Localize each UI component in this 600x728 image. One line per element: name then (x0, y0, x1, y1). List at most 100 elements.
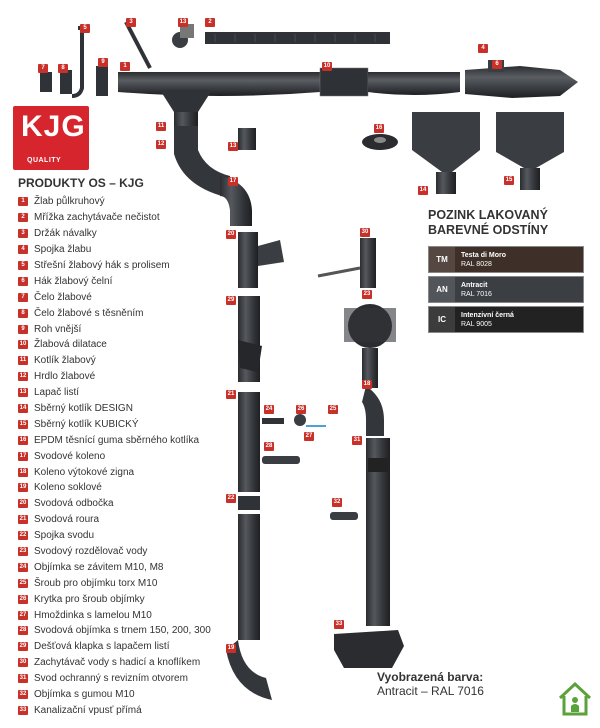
list-item: 23 Svodový rozdělovač vody (18, 544, 211, 560)
item-label: Objímka s gumou M10 (34, 689, 135, 701)
badge-20: 20 (226, 230, 236, 239)
item-label: Svodová odbočka (34, 498, 114, 510)
list-item: 17 Svodové koleno (18, 448, 211, 464)
item-number: 13 (18, 388, 28, 398)
item-label: Svodové koleno (34, 450, 106, 462)
item-number: 21 (18, 515, 28, 525)
badge-22: 22 (226, 494, 236, 503)
item-number: 4 (18, 245, 28, 255)
item-label: Svod ochranný s revizním otvorem (34, 673, 188, 685)
badge-33: 33 (334, 620, 344, 629)
badge-4: 4 (478, 44, 488, 53)
item-number: 8 (18, 308, 28, 318)
item-label: Čelo žlabové (34, 291, 92, 303)
logo-text: KJG (21, 110, 86, 143)
badge-3: 3 (126, 18, 136, 27)
colors-title-line1: POZINK LAKOVANÝ (428, 208, 548, 222)
list-item: 20 Svodová odbočka (18, 496, 211, 512)
item-number: 30 (18, 658, 28, 668)
item-number: 10 (18, 340, 28, 350)
item-label: Šroub pro objímku torx M10 (34, 577, 158, 589)
badge-32: 32 (332, 498, 342, 507)
swatch-code: IC (429, 307, 455, 332)
shown-color: Vyobrazená barva: Antracit – RAL 7016 (377, 670, 484, 698)
item-number: 9 (18, 324, 28, 334)
badge-24: 24 (264, 405, 274, 414)
item-number: 20 (18, 499, 28, 509)
list-item: 21 Svodová roura (18, 512, 211, 528)
item-label: Sběrný kotlík KUBICKÝ (34, 418, 139, 430)
kjg-logo: KJG QUALITY (13, 106, 89, 170)
item-number: 28 (18, 626, 28, 636)
item-label: Svodový rozdělovač vody (34, 546, 148, 558)
badge-31: 31 (352, 436, 362, 445)
item-label: Čelo žlabové s těsněním (34, 307, 144, 319)
item-number: 6 (18, 276, 28, 286)
colors-title: POZINK LAKOVANÝ BAREVNÉ ODSTÍNY (428, 208, 548, 238)
badge-26: 26 (296, 405, 306, 414)
item-number: 15 (18, 419, 28, 429)
item-number: 3 (18, 229, 28, 239)
badge-18: 18 (362, 380, 372, 389)
item-label: Zachytávač vody s hadicí a knoflíkem (34, 657, 201, 669)
list-item: 31 Svod ochranný s revizním otvorem (18, 671, 211, 687)
list-item: 8 Čelo žlabové s těsněním (18, 305, 211, 321)
badge-29: 29 (226, 296, 236, 305)
shown-color-label: Vyobrazená barva: (377, 670, 484, 684)
hopper-cubic (496, 112, 564, 168)
swatch-code: TM (429, 247, 455, 272)
item-label: Sběrný kotlík DESIGN (34, 403, 133, 415)
item-label: Hrdlo žlabové (34, 371, 96, 383)
item-number: 31 (18, 674, 28, 684)
list-item: 28 Svodová objímka s trnem 150, 200, 300 (18, 623, 211, 639)
item-number: 33 (18, 705, 28, 715)
badge-11: 11 (156, 122, 166, 131)
list-item: 15 Sběrný kotlík KUBICKÝ (18, 416, 211, 432)
house-icon (558, 681, 592, 716)
badge-7: 7 (38, 64, 48, 73)
item-label: Spojka svodu (34, 530, 95, 542)
item-label: Střešní žlabový hák s prolisem (34, 260, 170, 271)
downpipe-bend (174, 126, 230, 198)
item-label: Krytka pro šroub objímky (34, 593, 145, 605)
badge-19: 19 (226, 644, 236, 653)
item-number: 11 (18, 356, 28, 366)
item-label: Svodová roura (34, 514, 100, 526)
colors-title-line2: BAREVNÉ ODSTÍNY (428, 223, 549, 237)
badge-6: 6 (492, 60, 502, 69)
item-label: Kotlík žlabový (34, 355, 96, 367)
badge-16: 16 (374, 124, 384, 133)
products-title: PRODUKTY OS – KJG (18, 176, 144, 190)
item-label: Svodová objímka s trnem 150, 200, 300 (34, 625, 211, 637)
badge-17: 17 (228, 177, 238, 186)
badge-5: 5 (80, 24, 90, 33)
gutter-outlet (160, 90, 212, 112)
item-number: 23 (18, 547, 28, 557)
item-label: Dešťová klapka s lapačem listí (34, 641, 170, 653)
list-item: 11 Kotlík žlabový (18, 353, 211, 369)
badge-2: 2 (205, 18, 215, 27)
item-label: Držák návalky (34, 228, 97, 240)
item-number: 17 (18, 451, 28, 461)
badge-13b: 13 (228, 142, 238, 151)
item-label: Žlab půlkruhový (34, 196, 105, 208)
item-number: 24 (18, 562, 28, 572)
badge-9: 9 (98, 58, 108, 67)
